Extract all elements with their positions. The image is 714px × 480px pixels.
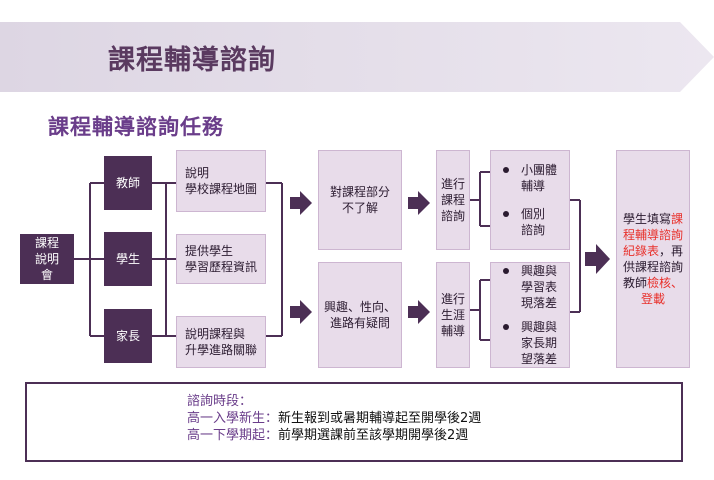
- bullet-icon: [502, 324, 509, 330]
- outcome-line: 望落差: [520, 352, 557, 366]
- outcome-line: 現落差: [520, 296, 557, 310]
- note-text: 前學期選課前至該學期開學後2週: [278, 428, 469, 443]
- task-line: 提供學生: [185, 244, 234, 258]
- final-text: 學生填寫: [622, 212, 671, 226]
- task-pathway: 說明課程與升學進路關聯: [176, 316, 266, 368]
- final-highlight: 課程輔導諮詢紀錄表: [622, 212, 684, 258]
- action-line: 生涯: [440, 308, 465, 322]
- outcomes-course: 小團體輔導 個別諮詢: [490, 150, 570, 250]
- action-line: 諮詢: [440, 209, 465, 223]
- final-record-box: 學生填寫課程輔導諮詢紀錄表，再供課程諮詢教師檢核、登載: [616, 150, 690, 368]
- outcome-line: 家長期: [520, 336, 557, 350]
- note-title: 諮詢時段：: [187, 394, 253, 409]
- note-row: 高一下學期起：前學期選課前至該學期開學後2週: [187, 427, 481, 444]
- action-career-guidance: 進行生涯輔導: [436, 262, 470, 368]
- role-teacher: 教師: [104, 156, 152, 210]
- outcomes-career: 興趣與學習表現落差 興趣與家長期望落差: [490, 262, 570, 368]
- outcome-line: 諮詢: [520, 223, 545, 237]
- role-parent: 家長: [104, 309, 152, 363]
- issue-line: 興趣、性向、: [323, 300, 396, 314]
- action-line: 進行: [440, 177, 465, 191]
- task-line: 說明課程與: [185, 327, 246, 341]
- role-label: 學生: [115, 252, 140, 266]
- role-label: 家長: [115, 329, 140, 343]
- role-label: 教師: [115, 176, 140, 190]
- outcome-item: 小團體輔導: [502, 162, 557, 194]
- task-line: 學習歷程資訊: [185, 260, 258, 274]
- outcome-line: 學習表: [520, 280, 557, 294]
- outcome-line: 個別: [520, 207, 545, 221]
- outcome-item: 個別諮詢: [502, 206, 545, 238]
- note-label: 高一入學新生：: [187, 411, 279, 426]
- issue-course: 對課程部分不了解: [318, 150, 402, 250]
- outcome-line: 小團體: [520, 163, 557, 177]
- title-banner: [0, 22, 714, 92]
- outcome-item: 興趣與學習表現落差: [502, 263, 557, 311]
- note-text: 新生報到或暑期輔導起至開學後2週: [278, 411, 482, 426]
- bullet-icon: [502, 268, 509, 274]
- bullet-icon: [502, 211, 509, 217]
- page-title: 課程輔導諮詢: [108, 45, 276, 76]
- outcome-item: 興趣與家長期望落差: [502, 319, 557, 367]
- task-line: 升學進路關聯: [185, 343, 258, 357]
- action-line: 課程: [440, 193, 465, 207]
- origin-label: 課程說明會: [34, 236, 59, 282]
- bullet-icon: [502, 167, 509, 173]
- role-student: 學生: [104, 232, 152, 286]
- task-portfolio: 提供學生學習歷程資訊: [176, 234, 266, 284]
- task-line: 學校課程地圖: [185, 182, 258, 196]
- origin-box: 課程說明會: [20, 234, 74, 284]
- final-highlight: 檢核、登載: [640, 276, 684, 306]
- section-subtitle: 課程輔導諮詢任務: [48, 115, 224, 139]
- action-line: 進行: [440, 292, 465, 306]
- note-label: 高一下學期起：: [187, 428, 279, 443]
- issue-line: 對課程部分: [329, 185, 390, 199]
- consultation-period-note: 諮詢時段： 高一入學新生：新生報到或暑期輔導起至開學後2週 高一下學期起：前學期…: [25, 382, 683, 462]
- issue-career: 興趣、性向、進路有疑問: [318, 262, 402, 368]
- final-text: ，再供課程諮詢教師: [622, 244, 684, 290]
- outcome-line: 興趣與: [520, 320, 557, 334]
- task-map: 說明學校課程地圖: [176, 150, 266, 212]
- outcome-line: 興趣與: [520, 264, 557, 278]
- action-line: 輔導: [440, 324, 465, 338]
- task-line: 說明: [185, 166, 210, 180]
- outcome-line: 輔導: [520, 179, 545, 193]
- issue-line: 進路有疑問: [329, 316, 390, 330]
- action-course-consult: 進行課程諮詢: [436, 150, 470, 250]
- issue-line: 不了解: [341, 201, 378, 215]
- note-row: 高一入學新生：新生報到或暑期輔導起至開學後2週: [187, 410, 481, 427]
